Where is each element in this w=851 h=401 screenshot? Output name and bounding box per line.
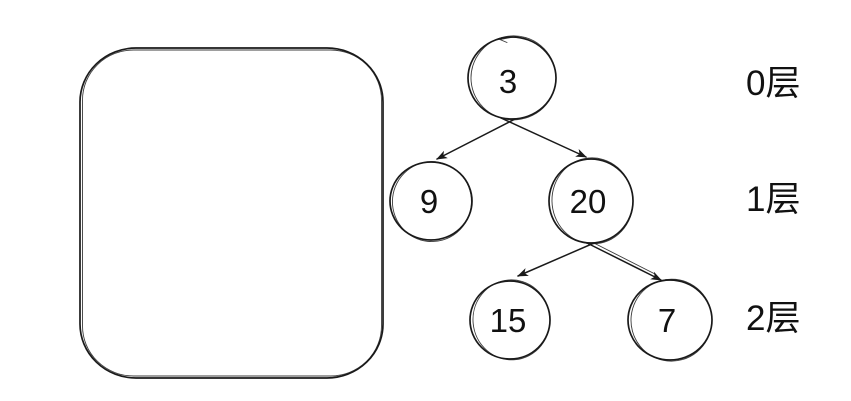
layer-label-1: 1层 xyxy=(746,180,800,219)
tree-node-15: 15 xyxy=(469,279,551,361)
tree-node-root: 3 xyxy=(467,35,557,121)
edge-3-to-20 xyxy=(500,117,587,158)
node-value: 20 xyxy=(570,183,607,220)
layer-labels: 0层 1层 2层 xyxy=(746,64,800,338)
node-value: 3 xyxy=(499,63,517,100)
edge-20-to-7 xyxy=(582,240,662,281)
tree-node-9: 9 xyxy=(389,161,473,243)
node-circle-echo xyxy=(470,35,557,121)
layer-label-2: 2层 xyxy=(746,299,800,338)
node-circle-echo xyxy=(551,157,634,245)
tree-node-7: 7 xyxy=(627,278,713,362)
tree-node-20: 20 xyxy=(548,157,634,245)
empty-box xyxy=(79,47,384,379)
pen-flick xyxy=(498,36,517,43)
node-circle-echo xyxy=(472,279,551,361)
node-circle-echo xyxy=(630,278,713,362)
empty-box-outline xyxy=(79,47,384,379)
edge-20-to-7-echo xyxy=(585,238,656,275)
tree-edges xyxy=(436,116,662,281)
layer-label-0: 0层 xyxy=(746,64,800,103)
empty-box-outline-echo xyxy=(82,49,382,377)
node-value: 15 xyxy=(490,302,527,339)
edge-20-to-15 xyxy=(517,239,602,277)
edge-3-to-9 xyxy=(436,116,520,160)
node-value: 9 xyxy=(420,183,438,220)
node-value: 7 xyxy=(658,302,676,339)
node-circle-echo xyxy=(391,161,472,243)
